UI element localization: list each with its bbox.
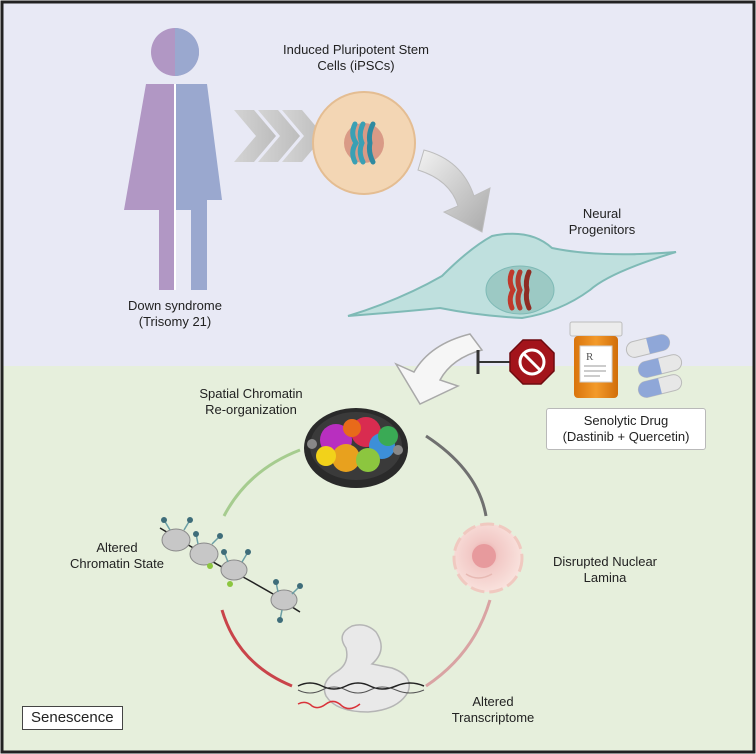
cycle-arc-3 bbox=[425, 599, 492, 688]
down-syndrome-label: Down syndrome(Trisomy 21) bbox=[128, 298, 222, 329]
pill-bottle-icon: R bbox=[569, 321, 623, 398]
svg-text:R: R bbox=[586, 351, 594, 363]
cycle-arc-2 bbox=[425, 434, 488, 517]
senescence-label: Senescence bbox=[22, 706, 123, 730]
lamina-icon bbox=[452, 522, 524, 594]
person-icon bbox=[124, 28, 222, 290]
curved-arrow-icon bbox=[394, 333, 484, 405]
nucleus-icon bbox=[304, 408, 408, 488]
curved-arrow-icon bbox=[417, 149, 491, 233]
cycle-arc-4 bbox=[220, 609, 293, 688]
ribosome-icon bbox=[297, 624, 425, 713]
stop-sign-icon bbox=[509, 339, 555, 385]
ipsc-cell-icon bbox=[312, 91, 416, 195]
senolytic-drug-box: Senolytic Drug(Dastinib + Quercetin) bbox=[546, 408, 706, 450]
cycle-arc-1 bbox=[222, 448, 301, 517]
neural-cell-icon bbox=[347, 232, 677, 320]
capsule-icon bbox=[625, 334, 683, 398]
nucleosome-icon bbox=[159, 517, 303, 623]
